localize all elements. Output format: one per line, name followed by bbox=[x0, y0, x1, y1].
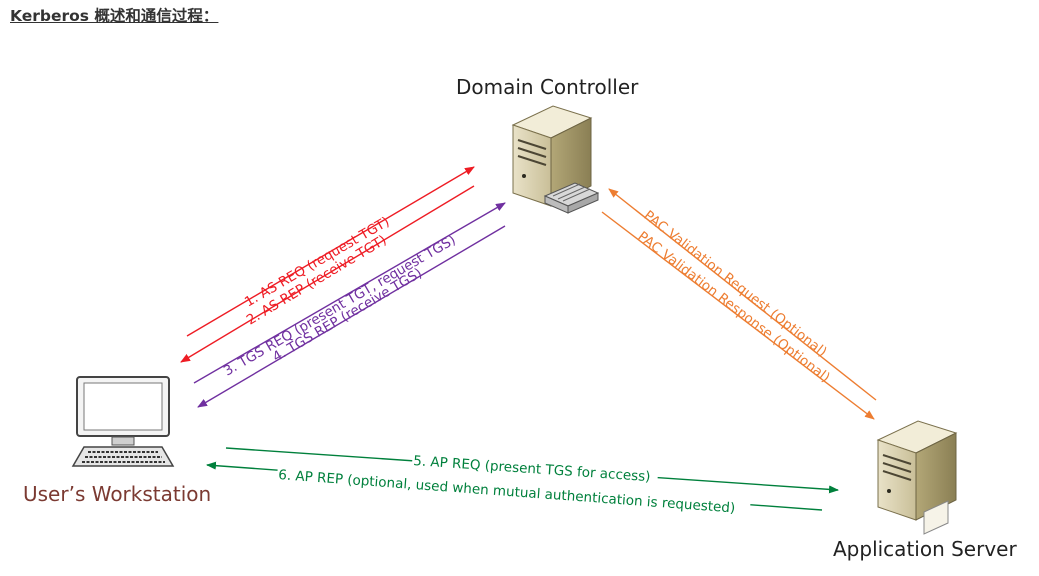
domain-controller-server-icon bbox=[511, 105, 600, 214]
tgs-req-arrow bbox=[193, 202, 506, 384]
tgs-rep-arrow bbox=[197, 225, 506, 408]
workstation-icon bbox=[71, 376, 175, 467]
application-server-icon bbox=[876, 420, 958, 535]
domain-controller-label: Domain Controller bbox=[456, 75, 639, 99]
pac-rep-label: PAC Validation Response (Optional) bbox=[635, 228, 833, 385]
as-rep-arrow bbox=[180, 185, 475, 363]
pac-rep-arrow bbox=[601, 211, 875, 420]
application-server-label: Application Server bbox=[833, 537, 1017, 561]
page-heading: Kerberos 概述和通信过程： bbox=[10, 7, 219, 25]
as-req-arrow bbox=[186, 166, 475, 337]
pac-req-arrow bbox=[608, 188, 877, 401]
workstation-label: User’s Workstation bbox=[23, 482, 212, 506]
pac-req-label: PAC Validation Request (Optional) bbox=[641, 208, 830, 361]
